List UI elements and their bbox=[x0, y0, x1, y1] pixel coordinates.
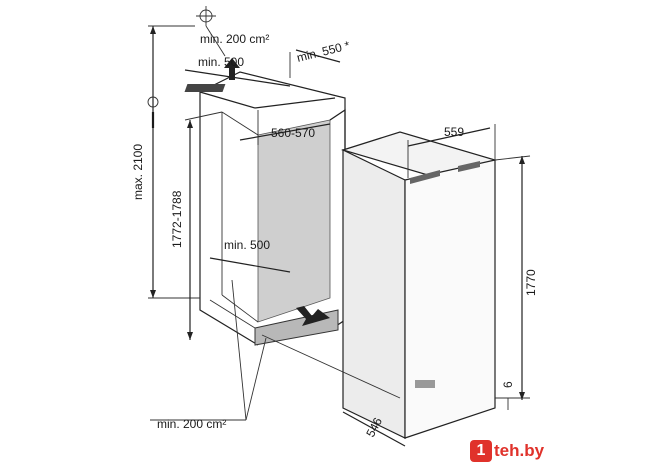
label-base-depth: min. 500 bbox=[224, 238, 270, 252]
brand-logo-icon: 1 bbox=[470, 440, 492, 462]
label-width-top: min. 550 * bbox=[295, 38, 351, 65]
label-depth-top: min. 500 bbox=[198, 55, 244, 69]
label-niche-height: 1772-1788 bbox=[170, 190, 184, 248]
label-niche-width: 560-570 bbox=[271, 126, 315, 140]
label-max-height: max. 2100 bbox=[131, 144, 145, 200]
dimension-lines bbox=[147, 6, 531, 447]
label-gap: 6 bbox=[501, 381, 515, 388]
airflow-arrows bbox=[224, 58, 330, 326]
label-appliance-width: 559 bbox=[444, 125, 464, 139]
label-vent-bottom: min. 200 cm² bbox=[157, 417, 226, 431]
refrigerator-unit bbox=[340, 131, 498, 439]
label-vent-top: min. 200 cm² bbox=[200, 32, 269, 46]
watermark: 1 teh.by bbox=[470, 437, 660, 465]
niche-cabinet bbox=[184, 71, 346, 346]
label-appliance-height: 1770 bbox=[524, 269, 538, 296]
brand-text: teh.by bbox=[494, 441, 545, 460]
